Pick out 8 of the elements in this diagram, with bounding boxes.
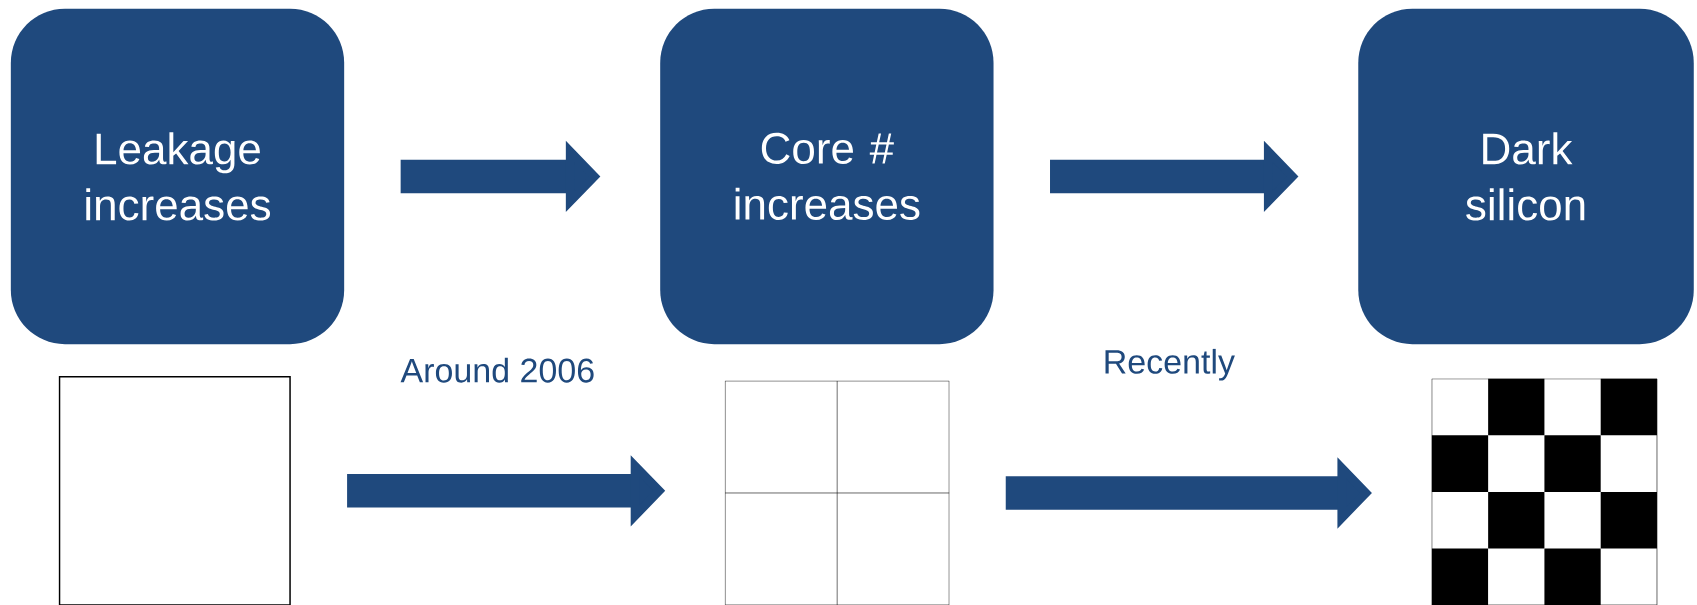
- chip-square-drawing: [58, 375, 291, 605]
- chip-grid-drawing: [724, 380, 950, 605]
- checkerboard-drawing: [1431, 378, 1658, 605]
- process-box: Dark silicon: [1358, 8, 1694, 345]
- process-box: Leakage increases: [10, 8, 345, 345]
- period-label: Recently: [1105, 348, 1235, 381]
- process-box: Core # increases: [660, 8, 994, 345]
- period-label: Around 2006: [400, 357, 594, 383]
